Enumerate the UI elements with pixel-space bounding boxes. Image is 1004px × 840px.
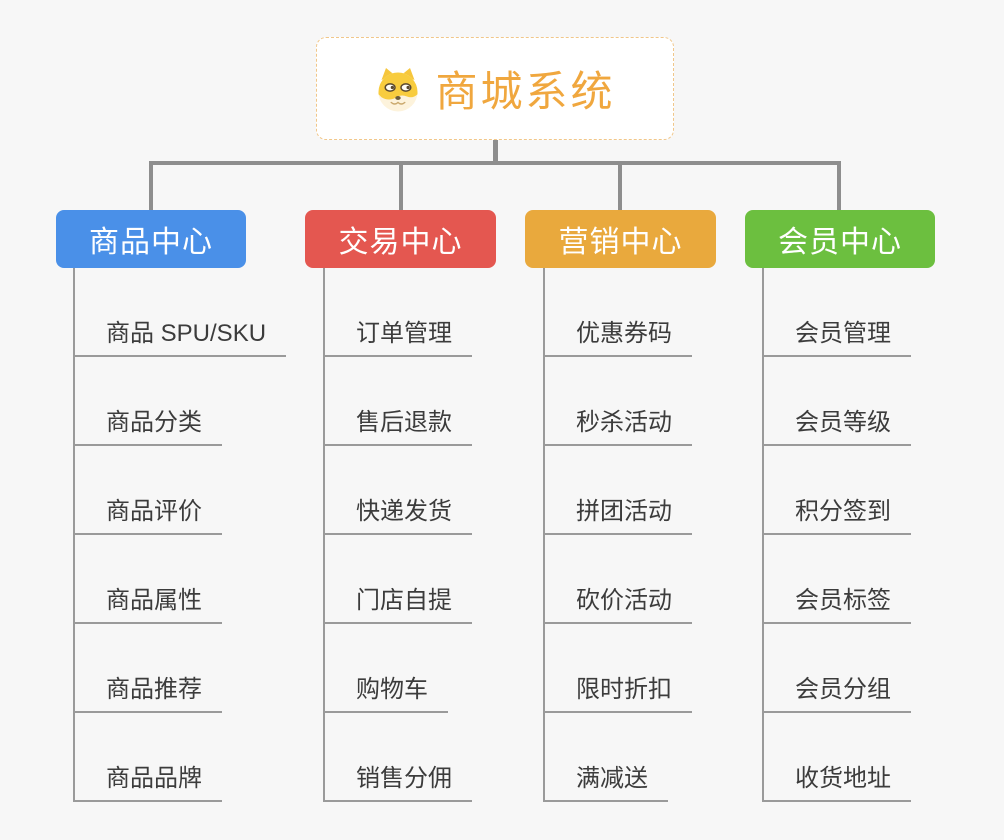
branch-drop-connector — [149, 161, 153, 210]
leaf-node[interactable]: 会员标签 — [762, 588, 911, 624]
leaf-node[interactable]: 快递发货 — [323, 499, 472, 535]
leaf-node[interactable]: 收货地址 — [762, 766, 911, 802]
leaf-node[interactable]: 商品 SPU/SKU — [73, 321, 287, 357]
branch-node-product-center[interactable]: 商品中心 — [56, 210, 246, 268]
leaf-node[interactable]: 售后退款 — [323, 410, 472, 446]
leaf-node[interactable]: 砍价活动 — [543, 588, 692, 624]
root-title: 商城系统 — [435, 68, 616, 115]
leaf-node[interactable]: 会员管理 — [762, 321, 911, 357]
branch-drop-connector — [837, 161, 841, 210]
leaf-node[interactable]: 购物车 — [323, 677, 448, 713]
leaf-node[interactable]: 商品评价 — [73, 499, 222, 535]
root-stem-connector — [493, 140, 498, 163]
leaf-node[interactable]: 订单管理 — [323, 321, 472, 357]
leaf-node[interactable]: 商品品牌 — [73, 766, 222, 802]
leaf-node[interactable]: 满减送 — [543, 766, 668, 802]
branch-node-trade-center[interactable]: 交易中心 — [305, 210, 496, 268]
leaf-node[interactable]: 商品推荐 — [73, 677, 222, 713]
branch-bus-connector — [149, 161, 841, 165]
branch-node-member-center[interactable]: 会员中心 — [745, 210, 935, 268]
branch-node-marketing-center[interactable]: 营销中心 — [525, 210, 716, 268]
branch-drop-connector — [618, 161, 622, 210]
branch-drop-connector — [399, 161, 403, 210]
leaf-node[interactable]: 销售分佣 — [323, 766, 472, 802]
leaf-node[interactable]: 限时折扣 — [543, 677, 692, 713]
leaf-node[interactable]: 会员等级 — [762, 410, 911, 446]
leaf-node[interactable]: 商品分类 — [73, 410, 222, 446]
leaf-node[interactable]: 优惠券码 — [543, 321, 692, 357]
leaf-node[interactable]: 会员分组 — [762, 677, 911, 713]
leaf-node[interactable]: 拼团活动 — [543, 499, 692, 535]
root-node-mall-system[interactable]: 商城系统 — [316, 37, 674, 140]
leaf-node[interactable]: 积分签到 — [762, 499, 911, 535]
doge-icon — [378, 67, 418, 111]
leaf-node[interactable]: 秒杀活动 — [543, 410, 692, 446]
leaf-node[interactable]: 商品属性 — [73, 588, 222, 624]
leaf-node[interactable]: 门店自提 — [323, 588, 472, 624]
